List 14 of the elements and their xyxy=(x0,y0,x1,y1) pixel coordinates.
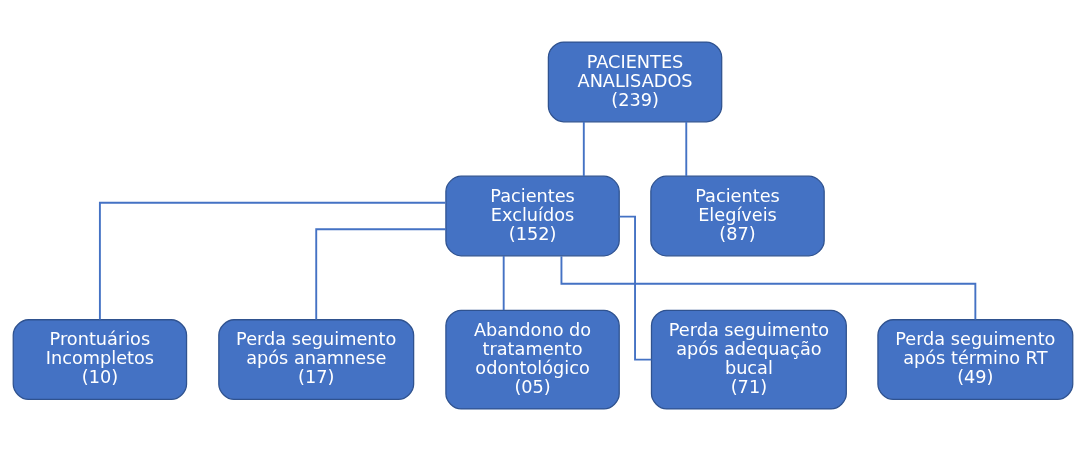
node-box: Abandono do tratamento odontológico (05) xyxy=(445,309,620,410)
node-box: Pacientes Elegíveis (87) xyxy=(650,175,825,256)
connector xyxy=(685,120,688,177)
node-box: Perda seguimento após anamnese (17) xyxy=(218,318,415,400)
node-box: PACIENTES ANALISADOS (239) xyxy=(547,40,723,122)
node-box: Perda seguimento após adequação bucal (71) xyxy=(650,309,847,410)
node-box: Pacientes Excluídos (152) xyxy=(445,175,620,256)
connector xyxy=(502,254,505,311)
connector xyxy=(560,254,977,320)
node-box: Perda seguimento após término RT (49) xyxy=(877,318,1074,400)
connector xyxy=(582,120,585,177)
node-box: Prontuários Incompletos (10) xyxy=(12,318,188,400)
connector xyxy=(98,201,447,321)
connector xyxy=(315,227,447,320)
